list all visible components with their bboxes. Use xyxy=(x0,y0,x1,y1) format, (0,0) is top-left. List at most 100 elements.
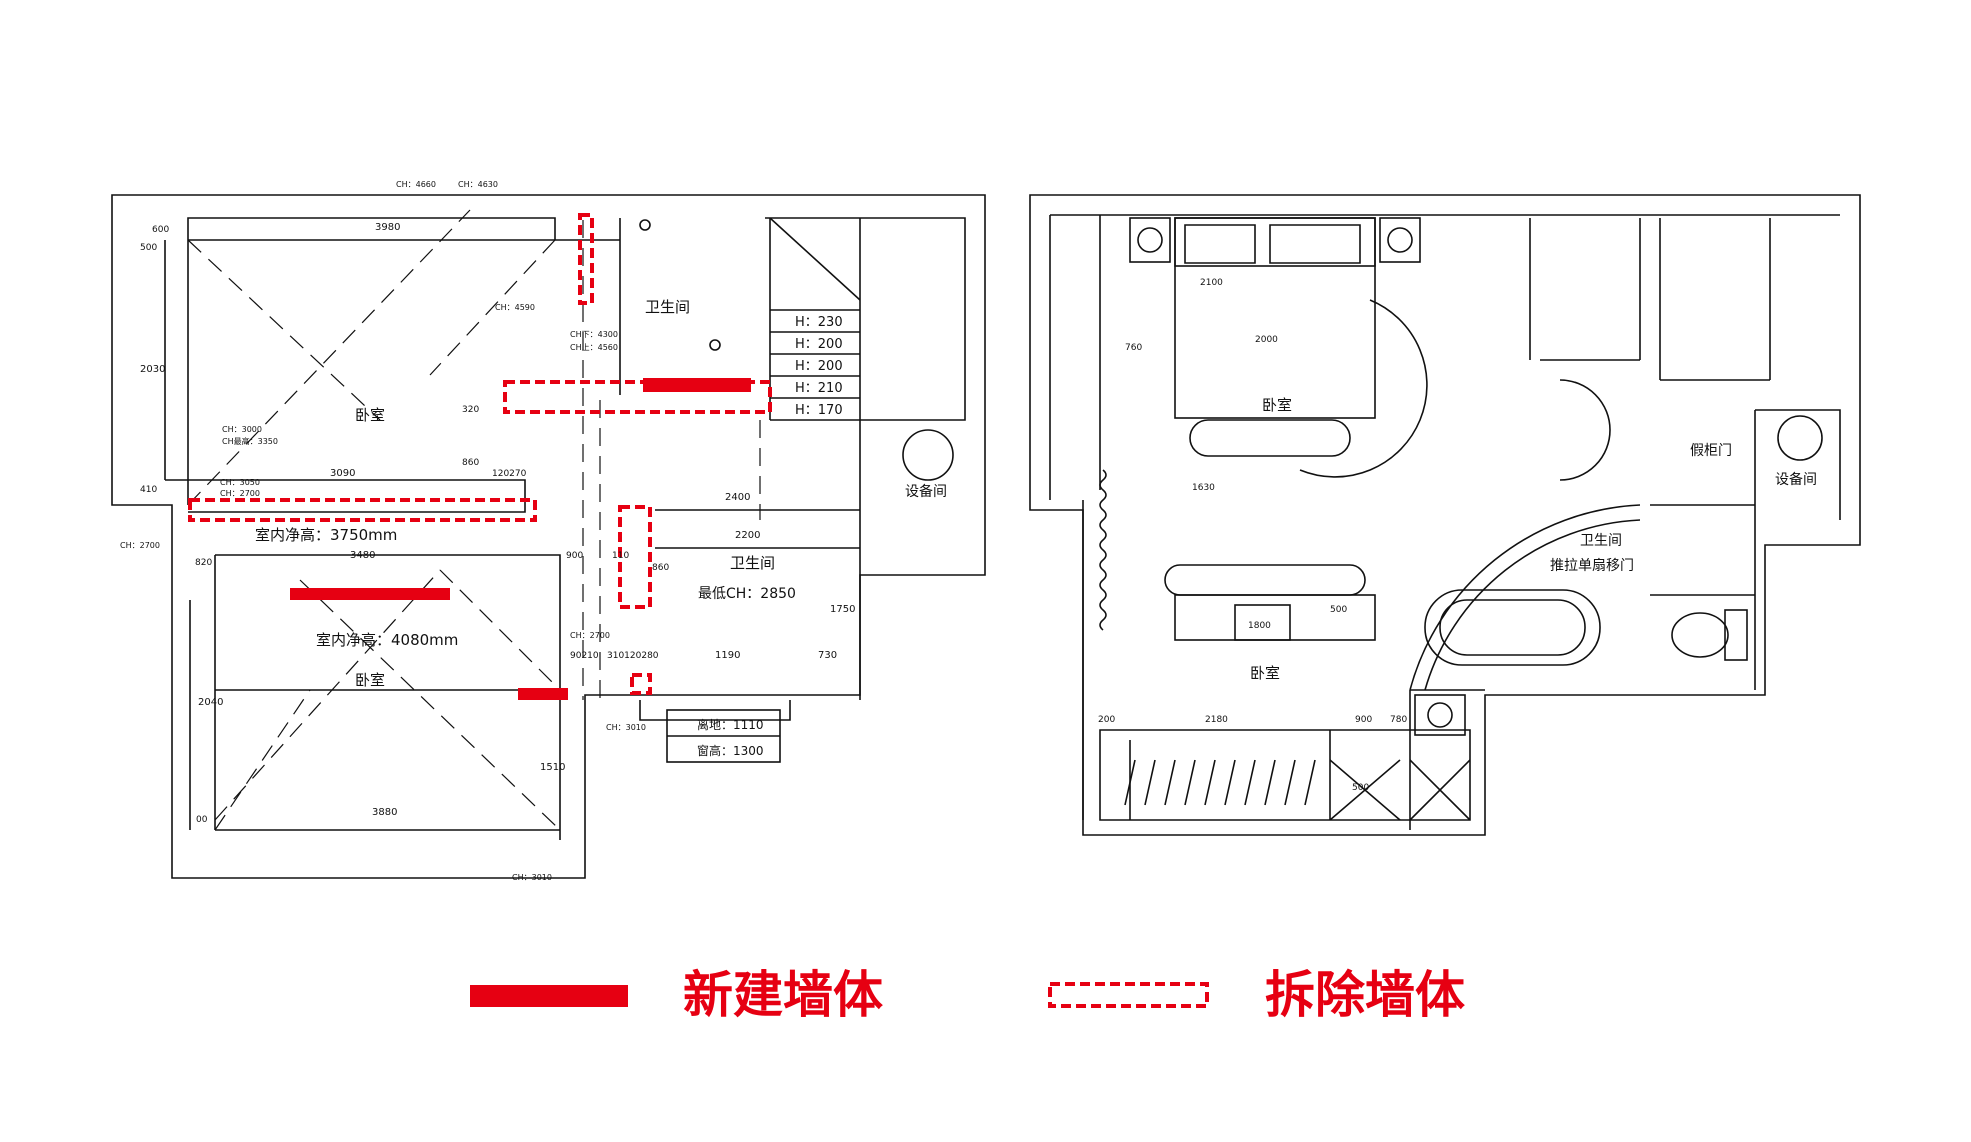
dimension-label: 900 xyxy=(1355,715,1372,725)
room-label-bedroom-upper: 卧室 xyxy=(1262,396,1292,414)
ceiling-height-note: CH：2700 xyxy=(120,541,160,550)
dimension-label: 3980 xyxy=(375,222,400,233)
wardrobe-hangers xyxy=(1124,759,1316,806)
ceiling-height-note: CH最高：3350 xyxy=(222,436,278,446)
stair-height: H：200 xyxy=(795,359,843,374)
ceiling-height-note: CH：3050 xyxy=(220,478,260,487)
chair-lower xyxy=(1234,604,1291,641)
bed-pillows xyxy=(1184,224,1361,264)
bed-upper xyxy=(1174,217,1376,419)
dimension-label: 780 xyxy=(1390,715,1407,725)
rug-circle xyxy=(1299,299,1428,478)
legend xyxy=(470,982,1209,1008)
dimension-label: 500 xyxy=(1352,783,1369,793)
dimension-label: 2180 xyxy=(1205,715,1228,725)
dimension-label: 500 xyxy=(140,243,157,253)
dimension-label: 320 xyxy=(462,405,479,415)
demolished-walls xyxy=(188,213,772,695)
dimension-label: 2200 xyxy=(735,530,760,541)
dimension-label: 2100 xyxy=(1200,278,1223,288)
ceiling-height-note: CH下：4300 xyxy=(570,330,618,339)
dimension-label: 1630 xyxy=(1192,483,1215,493)
room-label-bathroom: 卫生间 xyxy=(1580,533,1622,549)
bathtub xyxy=(1424,589,1601,666)
bed-headboard xyxy=(1174,217,1376,267)
dimension-label: 90210 xyxy=(570,651,599,661)
dimension-label: 110 xyxy=(612,551,629,561)
ceiling-height-note: CH：2700 xyxy=(220,489,260,498)
demolished-wall-segment xyxy=(630,673,652,695)
new-wall-segment xyxy=(518,688,568,700)
dimension-label: 3090 xyxy=(330,468,355,479)
dimension-label: 860 xyxy=(462,458,479,468)
sliding-door-label: 推拉单扇移门 xyxy=(1550,558,1634,574)
ceiling-height-note: CH：4590 xyxy=(495,303,535,312)
existing-stairs xyxy=(769,217,861,420)
ceiling-height-note: CH上：4560 xyxy=(570,343,618,352)
dimension-label: 1800 xyxy=(1248,621,1271,631)
clear-height-lower: 室内净高：4080mm xyxy=(316,631,458,649)
proposed-plan-labels: 卧室 卧室 卫生间 推拉单扇移门 假柜门 设备间 760 2100 2000 1… xyxy=(1098,278,1817,793)
ceiling-height-note: CH：3010 xyxy=(512,873,552,882)
desk-lower xyxy=(1174,594,1376,641)
dimension-label: 600 xyxy=(152,225,169,235)
existing-drain-1 xyxy=(639,219,651,231)
door-swing xyxy=(1559,379,1611,481)
proposed-inner-walls xyxy=(1049,214,1841,830)
demolished-wall-segment xyxy=(618,505,652,609)
legend-new-wall-label: 新建墙体 xyxy=(683,966,883,1024)
proposed-floor-plan xyxy=(1029,194,1861,836)
curtain xyxy=(1099,469,1107,631)
existing-floor-plan xyxy=(111,194,986,879)
nightstand-left xyxy=(1129,217,1171,263)
dimension-label: 2040 xyxy=(198,697,223,708)
dimension-label: 410 xyxy=(140,485,157,495)
existing-plan-labels: 卧室 卧室 卫生间 卫生间 最低CH：2850 设备间 室内净高：3750mm … xyxy=(120,180,947,882)
dimension-label: 3880 xyxy=(372,807,397,818)
ceiling-height-note: CH：2700 xyxy=(570,631,610,640)
dimension-label: 2400 xyxy=(725,492,750,503)
bench-upper xyxy=(1189,419,1351,457)
dimension-label: 860 xyxy=(652,563,669,573)
legend-new-wall-swatch xyxy=(470,985,628,1007)
ceiling-height-note: CH：3000 xyxy=(222,425,262,434)
bathroom-curved-wall xyxy=(1409,504,1641,691)
min-ch-label: 最低CH：2850 xyxy=(698,586,796,602)
existing-outer-outline xyxy=(111,194,986,879)
window-sill-height: 离地：1110 xyxy=(697,717,764,732)
sink xyxy=(1414,694,1466,736)
dimension-label: 120270 xyxy=(492,469,527,479)
window-height: 窗高：1300 xyxy=(697,743,764,758)
dimension-label: 900 xyxy=(566,551,583,561)
dimension-label: 00 xyxy=(196,815,208,825)
proposed-outer-outline xyxy=(1029,194,1861,836)
dimension-label: 500 xyxy=(1330,605,1347,615)
dimension-label: 730 xyxy=(818,650,837,661)
room-label-equipment: 设备间 xyxy=(1775,471,1817,488)
cabinet-cross xyxy=(1329,759,1471,821)
legend-demolish-wall-swatch xyxy=(1048,982,1209,1008)
nightstand-right xyxy=(1379,217,1421,263)
stair-height: H：230 xyxy=(795,315,843,330)
dimension-label: 310120280 xyxy=(607,651,659,661)
ceiling-height-note: CH：4660 xyxy=(396,180,436,189)
existing-ceiling-diagonals xyxy=(187,209,761,831)
demolished-wall-segment xyxy=(188,498,537,522)
room-label-bedroom-lower: 卧室 xyxy=(355,671,385,689)
demolished-wall-segment xyxy=(578,213,594,305)
dimension-label: 200 xyxy=(1098,715,1115,725)
dimension-label: 2000 xyxy=(1255,335,1278,345)
clear-height-upper: 室内净高：3750mm xyxy=(255,526,397,544)
ceiling-height-note: CH：4630 xyxy=(458,180,498,189)
room-label-bedroom-lower: 卧室 xyxy=(1250,664,1280,682)
existing-equipment-circle xyxy=(902,429,954,481)
dimension-label: 3480 xyxy=(350,550,375,561)
stair-height: H：200 xyxy=(795,337,843,352)
dimension-label: 1750 xyxy=(830,604,855,615)
bench-lower xyxy=(1164,564,1366,596)
proposed-equipment-circle xyxy=(1777,415,1823,461)
dimension-label: 1190 xyxy=(715,650,740,661)
toilet xyxy=(1671,612,1729,658)
stair-height: H：170 xyxy=(795,403,843,418)
